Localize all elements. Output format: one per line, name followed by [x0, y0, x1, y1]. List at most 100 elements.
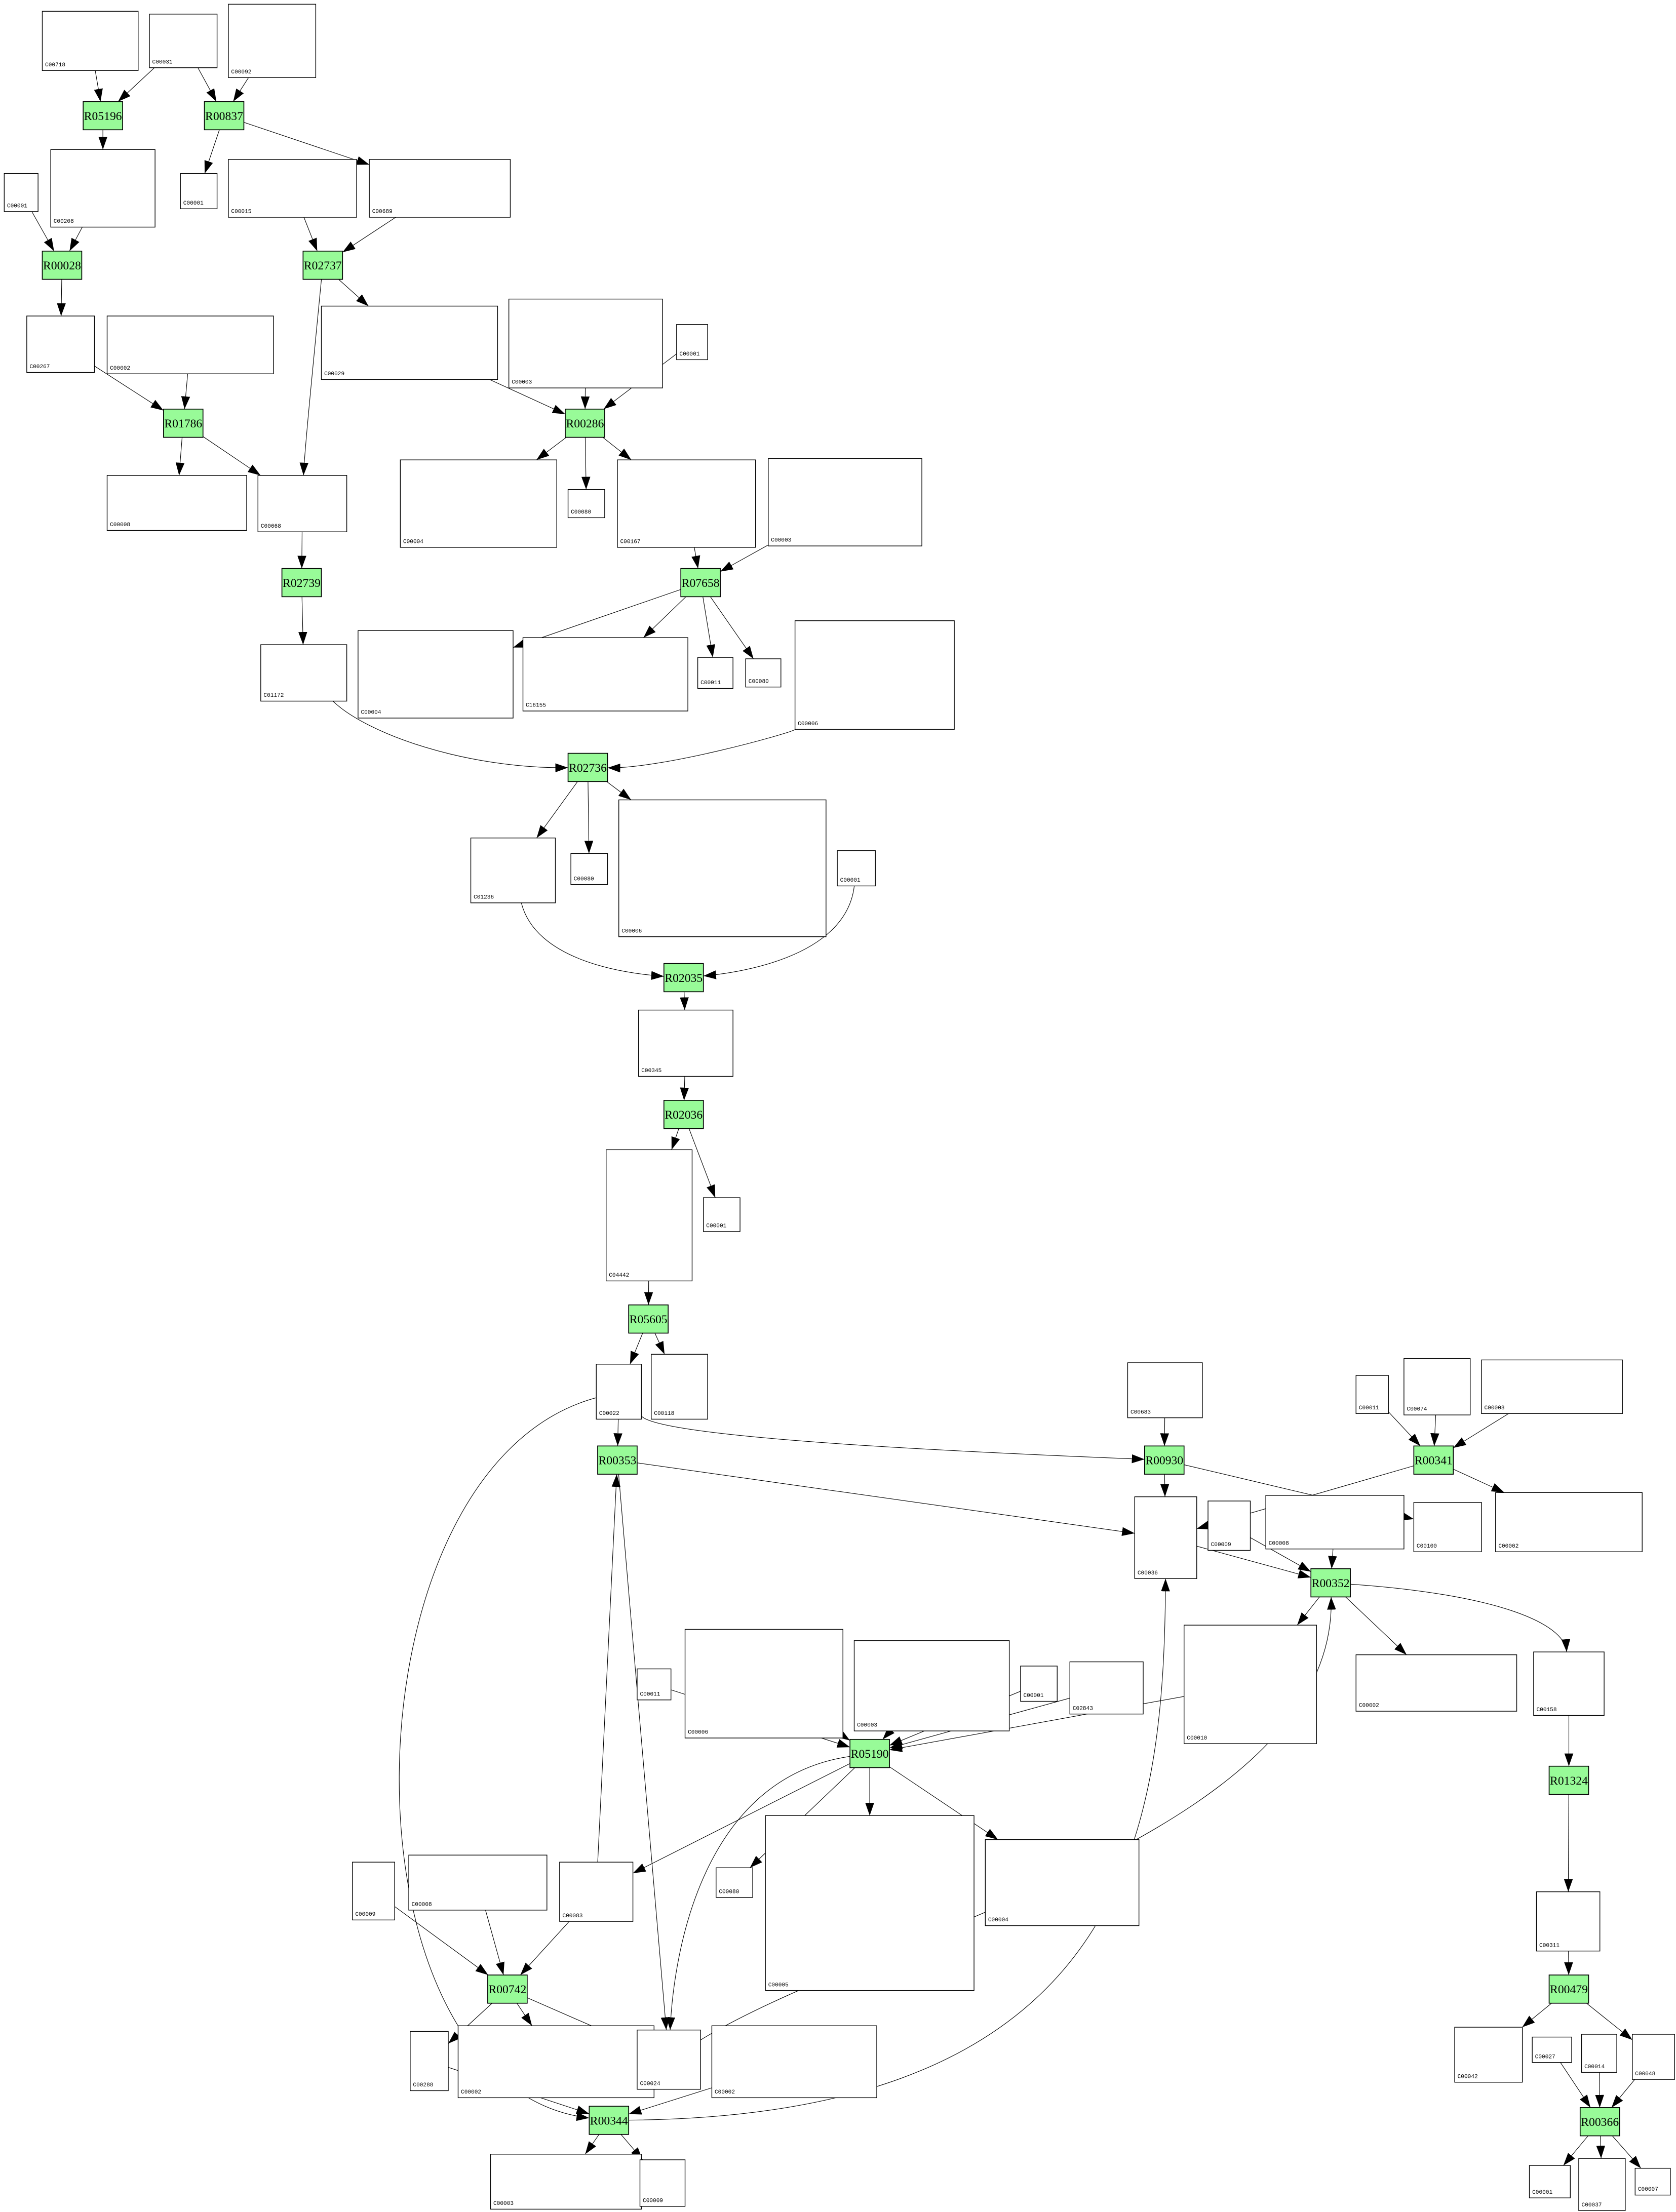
compound-structure-box[interactable] — [470, 838, 556, 903]
compound-node[interactable]: C00683 — [1127, 1362, 1203, 1418]
compound-structure-box[interactable] — [508, 298, 663, 388]
compound-structure-box[interactable] — [410, 2031, 449, 2091]
reaction-box[interactable] — [663, 1100, 704, 1129]
compound-structure-box[interactable] — [1265, 1495, 1405, 1550]
compound-structure-box[interactable] — [400, 459, 557, 548]
compound-structure-box[interactable] — [596, 1364, 642, 1420]
reaction-node[interactable]: R07658 — [680, 568, 721, 598]
reaction-node[interactable]: R00930 — [1144, 1445, 1185, 1475]
compound-structure-box[interactable] — [1413, 1502, 1482, 1552]
compound-structure-box[interactable] — [676, 324, 708, 361]
compound-structure-box[interactable] — [637, 1668, 672, 1701]
compound-structure-box[interactable] — [618, 799, 827, 937]
reaction-node[interactable]: R02035 — [663, 963, 704, 993]
compound-structure-box[interactable] — [651, 1354, 708, 1420]
compound-node[interactable]: C00010 — [1184, 1625, 1317, 1744]
compound-structure-box[interactable] — [745, 658, 782, 688]
compound-node[interactable]: C00288 — [410, 2031, 449, 2091]
reaction-node[interactable]: R01786 — [163, 409, 204, 438]
reaction-box[interactable] — [567, 753, 608, 782]
compound-node[interactable]: C00002 — [1495, 1492, 1643, 1552]
compound-structure-box[interactable] — [1355, 1654, 1517, 1712]
reaction-box[interactable] — [487, 1974, 528, 2004]
compound-node[interactable]: C00208 — [50, 149, 155, 228]
compound-node[interactable]: C00074 — [1404, 1358, 1471, 1415]
compound-node[interactable]: C04442 — [605, 1149, 693, 1282]
compound-node[interactable]: C00027 — [1532, 2036, 1572, 2063]
compound-structure-box[interactable] — [1578, 2158, 1626, 2211]
compound-node[interactable]: C00006 — [794, 620, 955, 730]
compound-node[interactable]: C00029 — [321, 305, 498, 380]
compound-structure-box[interactable] — [697, 657, 733, 689]
compound-node[interactable]: C00083 — [559, 1862, 634, 1922]
reaction-box[interactable] — [1548, 1765, 1589, 1795]
compound-node[interactable]: C00011 — [637, 1668, 672, 1701]
compound-structure-box[interactable] — [106, 475, 247, 531]
compound-node[interactable]: C00009 — [639, 2159, 686, 2207]
reaction-node[interactable]: R02737 — [302, 251, 343, 280]
compound-structure-box[interactable] — [853, 1640, 1010, 1731]
reaction-node[interactable]: R00344 — [589, 2106, 630, 2135]
reaction-box[interactable] — [628, 1304, 669, 1334]
compound-node[interactable]: C00001 — [180, 173, 218, 209]
compound-structure-box[interactable] — [605, 1149, 693, 1282]
compound-structure-box[interactable] — [522, 637, 688, 712]
compound-node[interactable]: C00048 — [1632, 2034, 1675, 2080]
compound-node[interactable]: C00311 — [1536, 1891, 1601, 1952]
reaction-node[interactable]: R00341 — [1413, 1445, 1454, 1475]
compound-node[interactable]: C00001 — [1529, 2165, 1571, 2198]
compound-node[interactable]: C00008 — [1481, 1359, 1623, 1414]
compound-structure-box[interactable] — [149, 14, 218, 68]
compound-node[interactable]: C00002 — [1355, 1654, 1517, 1712]
compound-node[interactable]: C00004 — [358, 630, 514, 719]
compound-structure-box[interactable] — [1127, 1362, 1203, 1418]
compound-structure-box[interactable] — [1454, 2027, 1523, 2083]
compound-node[interactable]: C00092 — [228, 4, 317, 78]
compound-node[interactable]: C16155 — [522, 637, 688, 712]
compound-node[interactable]: C00003 — [508, 298, 663, 388]
compound-node[interactable]: C00002 — [106, 315, 274, 374]
compound-structure-box[interactable] — [1207, 1500, 1251, 1551]
compound-node[interactable]: C00004 — [400, 459, 557, 548]
compound-node[interactable]: C00158 — [1533, 1651, 1605, 1716]
compound-structure-box[interactable] — [228, 159, 357, 218]
reaction-box[interactable] — [1413, 1445, 1454, 1475]
compound-structure-box[interactable] — [26, 315, 95, 373]
compound-structure-box[interactable] — [1532, 2036, 1572, 2063]
compound-node[interactable]: C00668 — [257, 475, 347, 532]
reaction-box[interactable] — [302, 251, 343, 280]
compound-structure-box[interactable] — [321, 305, 498, 380]
compound-structure-box[interactable] — [1632, 2034, 1675, 2080]
compound-structure-box[interactable] — [684, 1629, 843, 1739]
compound-node[interactable]: C00267 — [26, 315, 95, 373]
compound-node[interactable]: C00031 — [149, 14, 218, 68]
reaction-box[interactable] — [1548, 1974, 1589, 2004]
compound-node[interactable]: C00024 — [637, 2029, 701, 2090]
reaction-node[interactable]: R02036 — [663, 1100, 704, 1129]
reaction-node[interactable]: R00286 — [565, 409, 605, 438]
compound-node[interactable]: C00007 — [1634, 2167, 1671, 2196]
compound-node[interactable]: C00008 — [106, 475, 247, 531]
reaction-node[interactable]: R01324 — [1548, 1765, 1589, 1795]
compound-structure-box[interactable] — [617, 459, 756, 548]
compound-node[interactable]: C00345 — [638, 1009, 733, 1077]
compound-structure-box[interactable] — [559, 1862, 634, 1922]
compound-node[interactable]: C00689 — [369, 159, 511, 218]
compound-structure-box[interactable] — [1529, 2165, 1571, 2198]
reaction-box[interactable] — [42, 251, 83, 280]
reaction-box[interactable] — [83, 101, 123, 131]
compound-structure-box[interactable] — [352, 1862, 395, 1921]
compound-node[interactable]: C00022 — [596, 1364, 642, 1420]
compound-node[interactable]: C02843 — [1069, 1661, 1144, 1715]
compound-node[interactable]: C00037 — [1578, 2158, 1626, 2211]
reaction-box[interactable] — [663, 963, 704, 993]
reaction-node[interactable]: R00352 — [1310, 1568, 1351, 1598]
compound-node[interactable]: C00080 — [570, 853, 608, 885]
compound-structure-box[interactable] — [1020, 1666, 1058, 1702]
compound-structure-box[interactable] — [369, 159, 511, 218]
compound-structure-box[interactable] — [1533, 1651, 1605, 1716]
compound-node[interactable]: C01236 — [470, 838, 556, 903]
compound-node[interactable]: C00003 — [490, 2154, 642, 2210]
compound-structure-box[interactable] — [257, 475, 347, 532]
compound-node[interactable]: C00167 — [617, 459, 756, 548]
